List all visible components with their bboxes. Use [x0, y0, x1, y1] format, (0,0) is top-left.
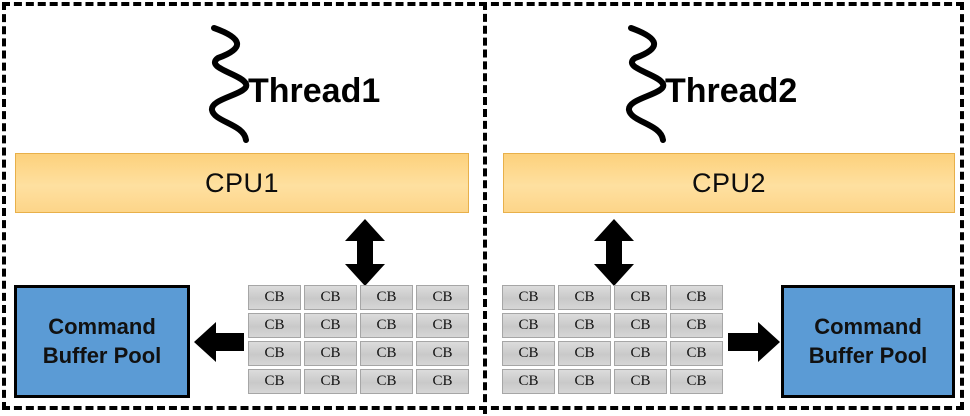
- cb-cell[interactable]: CB: [304, 341, 357, 366]
- cb-cell[interactable]: CB: [614, 369, 667, 394]
- cb-cell[interactable]: CB: [416, 341, 469, 366]
- cb-cell[interactable]: CB: [614, 341, 667, 366]
- pool-label-line1: Command: [814, 314, 922, 340]
- cb-cell[interactable]: CB: [558, 285, 611, 310]
- squiggle-line-icon: [209, 25, 249, 143]
- arrow-left-icon: [194, 322, 244, 362]
- cb-cell[interactable]: CB: [248, 341, 301, 366]
- cb-cell[interactable]: CB: [304, 285, 357, 310]
- cb-cell[interactable]: CB: [304, 313, 357, 338]
- cpu-label-left: CPU1: [204, 167, 280, 198]
- cb-cell[interactable]: CB: [614, 285, 667, 310]
- arrow-right-icon: [728, 322, 780, 362]
- cb-cell[interactable]: CB: [558, 369, 611, 394]
- cb-cell[interactable]: CB: [416, 285, 469, 310]
- cb-cell[interactable]: CB: [614, 313, 667, 338]
- cb-cell[interactable]: CB: [670, 341, 723, 366]
- cpu-label-right: CPU2: [691, 167, 767, 198]
- cb-cell[interactable]: CB: [360, 285, 413, 310]
- cb-cell[interactable]: CB: [558, 313, 611, 338]
- cb-cell[interactable]: CB: [670, 285, 723, 310]
- thread-group-left: Thread1: [208, 24, 458, 144]
- thread-group-right: Thread2: [625, 24, 885, 144]
- cb-cell[interactable]: CB: [248, 313, 301, 338]
- double-headed-vertical-arrow-icon: [345, 219, 385, 286]
- cb-cell[interactable]: CB: [558, 341, 611, 366]
- cb-cell[interactable]: CB: [416, 313, 469, 338]
- cb-cell[interactable]: CB: [360, 313, 413, 338]
- command-buffer-pool-right[interactable]: Command Buffer Pool: [781, 285, 955, 398]
- cb-cell[interactable]: CB: [416, 369, 469, 394]
- cb-cell[interactable]: CB: [248, 369, 301, 394]
- cb-cell[interactable]: CB: [248, 285, 301, 310]
- cb-cell[interactable]: CB: [304, 369, 357, 394]
- cb-cell[interactable]: CB: [670, 369, 723, 394]
- double-headed-vertical-arrow-icon: [594, 219, 634, 286]
- cb-cell[interactable]: CB: [502, 285, 555, 310]
- cb-cell[interactable]: CB: [360, 341, 413, 366]
- cpu-bar-left[interactable]: CPU1: [15, 153, 469, 213]
- cb-cell[interactable]: CB: [502, 341, 555, 366]
- thread-label-right: Thread2: [665, 72, 798, 110]
- pool-label-line2: Buffer Pool: [808, 342, 928, 368]
- cb-grid-left: CB CB CB CB CB CB CB CB CB CB CB CB CB C…: [248, 285, 469, 394]
- thread-label-left: Thread1: [248, 72, 381, 110]
- cb-cell[interactable]: CB: [502, 313, 555, 338]
- command-buffer-pool-left[interactable]: Command Buffer Pool: [14, 285, 190, 398]
- pool-label-line1: Command: [48, 314, 156, 340]
- squiggle-line-icon: [626, 25, 666, 143]
- cpu-bar-right[interactable]: CPU2: [503, 153, 955, 213]
- cb-cell[interactable]: CB: [670, 313, 723, 338]
- cb-cell[interactable]: CB: [502, 369, 555, 394]
- pool-label-line2: Buffer Pool: [42, 342, 162, 368]
- cb-grid-right: CB CB CB CB CB CB CB CB CB CB CB CB CB C…: [502, 285, 723, 394]
- cb-cell[interactable]: CB: [360, 369, 413, 394]
- panel-divider: [483, 2, 487, 414]
